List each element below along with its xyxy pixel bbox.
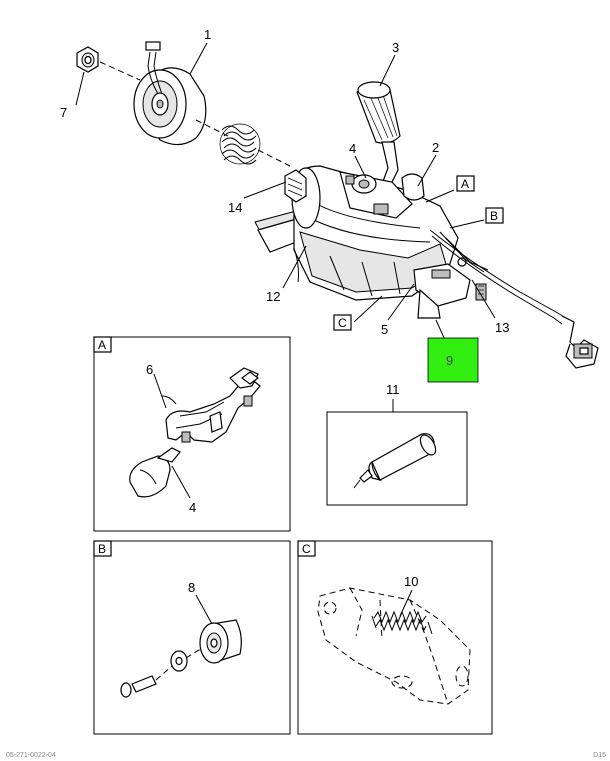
svg-text:B: B: [490, 209, 498, 223]
callout-1[interactable]: 1: [204, 27, 211, 42]
callout-10[interactable]: 10: [404, 574, 418, 589]
svg-text:A: A: [461, 177, 469, 191]
detail-panel-c: C 10: [297, 540, 493, 735]
part-10-spring: [371, 610, 433, 635]
callout-11[interactable]: 11: [386, 382, 400, 397]
view-tag-a[interactable]: A: [456, 175, 475, 192]
callout-4-detail[interactable]: 4: [189, 500, 196, 515]
callout-3[interactable]: 3: [392, 40, 399, 55]
axis-line-nut: [99, 61, 141, 81]
view-tag-c[interactable]: C: [333, 314, 352, 331]
callout-14[interactable]: 14: [228, 200, 242, 215]
callout-5[interactable]: 5: [381, 322, 388, 337]
svg-text:9: 9: [446, 353, 453, 368]
svg-text:B: B: [98, 542, 106, 556]
callout-12[interactable]: 12: [266, 289, 280, 304]
callout-2[interactable]: 2: [432, 140, 439, 155]
axis-line-spring: [257, 149, 291, 167]
callout-6[interactable]: 6: [146, 362, 153, 377]
footer-page-ref: D15: [593, 752, 606, 759]
part-7-nut: [76, 46, 99, 73]
view-tag-b[interactable]: B: [485, 207, 504, 224]
highlight-part-9[interactable]: 9: [427, 337, 479, 383]
wire-harness: [429, 229, 599, 369]
part-1-spool: [133, 41, 207, 146]
detail-panel-a: A 6 4: [93, 336, 291, 532]
steering-column-housing: [254, 165, 459, 301]
part-12-edge: [293, 247, 299, 283]
part-5-bracket: [413, 231, 489, 319]
svg-text:C: C: [338, 316, 347, 330]
callout-4[interactable]: 4: [349, 141, 356, 156]
spring: [219, 123, 261, 165]
callout-8[interactable]: 8: [188, 580, 195, 595]
footer-figure-id: 05-271-0022-04: [6, 752, 56, 759]
leader-lines-main: [75, 42, 496, 341]
svg-text:A: A: [98, 338, 106, 352]
callout-13[interactable]: 13: [495, 320, 509, 335]
detail-panel-b: B 8: [93, 540, 291, 735]
part-3-lever: [356, 81, 401, 187]
callout-7[interactable]: 7: [60, 105, 67, 120]
axis-line-spool: [195, 119, 237, 141]
detail-panel-11: 11: [326, 382, 468, 506]
part-14-shaft: [284, 169, 307, 203]
svg-text:C: C: [302, 542, 311, 556]
